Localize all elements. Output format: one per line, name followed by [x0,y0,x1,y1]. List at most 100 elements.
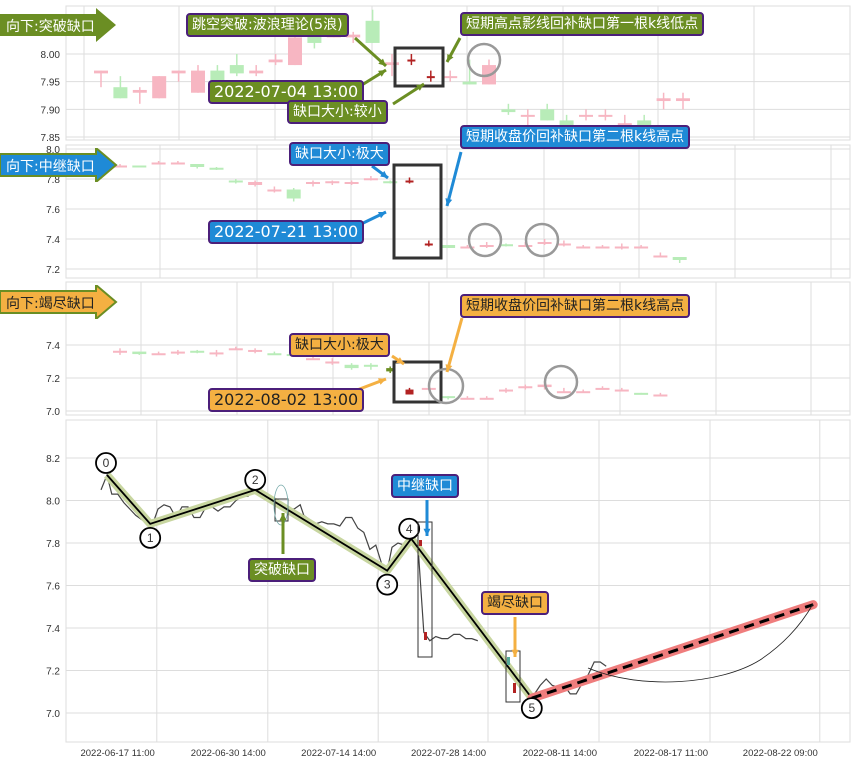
y-tick-label: 8.2 [46,454,60,465]
fill-marker-circle [524,222,560,258]
candle-body [344,182,359,184]
x-tick-label: 2022-08-17 11:00 [634,748,708,759]
candle-body [385,62,399,66]
wave-point-label: 0 [103,456,110,470]
fill-note-label: 短期高点影线回补缺口第一根k线低点 [460,12,705,36]
candle-body [424,243,433,246]
candle-body [191,70,205,93]
candle-body [653,255,668,258]
candle-body [113,165,127,168]
candle-body [325,361,340,364]
candle-body [540,109,555,121]
candle-body [462,81,477,85]
candle-body [676,98,690,102]
gap-ellipse [273,484,289,526]
candle-body [152,76,167,99]
y-tick-label: 7.6 [46,205,60,216]
gap-candle [419,540,422,546]
candle-body [132,351,147,355]
x-tick-label: 2022-06-17 11:00 [80,748,154,759]
candle-body [520,114,535,117]
candle-body [306,358,320,361]
candle-body [598,114,613,117]
candle-body [656,98,671,102]
fill-note-label: 短期收盘价回补缺口第二根k线高点 [460,294,691,318]
arrow-head [396,357,404,364]
candle-body [637,120,652,126]
arrow-head [416,84,424,91]
gap-size-label: 缺口大小:较小 [287,100,388,124]
candle-body [479,245,494,247]
candle-body [307,31,322,43]
panel3-header-text: 向下:竭尽缺口 [6,296,95,312]
candle-body [499,389,513,392]
y-tick-label: 8.00 [41,50,61,61]
arrow-head [445,198,453,206]
y-tick-label: 7.0 [46,709,60,720]
candle-body [228,348,243,351]
candle-body [170,351,185,354]
candle-body [460,246,475,249]
y-tick-label: 7.2 [46,667,60,678]
candle-body [595,387,610,390]
projection-line [531,603,814,700]
y-tick-label: 7.90 [41,105,61,116]
gap-candle [507,657,510,665]
candle-body [405,389,414,395]
candle-body [286,189,301,199]
arrow-head [378,211,386,219]
candle-body [325,181,340,184]
gap-time-label: 2022-07-04 13:00 [208,80,365,104]
gap-candle [424,632,427,640]
candle-body [151,162,166,165]
candle-body [363,364,378,367]
candle-body [479,397,494,400]
candle-body [426,76,435,79]
panel1-header: 向下:突破缺口 [0,8,118,42]
gap-size-label: 缺口大小:极大 [289,142,390,166]
wave-point-label: 1 [147,531,154,545]
panel2-header-text: 向下:中继缺口 [6,159,95,175]
candle-body [559,120,574,126]
wave-point-marker [95,452,117,474]
panel3-header: 向下:竭尽缺口 [0,285,118,319]
x-tick-label: 2022-08-22 09:00 [743,748,818,759]
candle-body [190,164,205,167]
candle-body [441,396,456,399]
candle-body [113,87,128,99]
fill-note-label: 短期收盘价回补缺口第二根k线高点 [460,125,691,149]
wave-point-label: 3 [384,578,391,592]
candle-body [556,243,571,246]
wave-point-marker [520,697,543,720]
wave-theory-label: 跳空突破:波浪理论(5浪) [186,13,349,37]
fill-marker-circle [466,42,502,78]
projection-arc [587,603,814,683]
arrow-head [380,170,388,178]
wave-point-label: 5 [528,701,535,715]
gap-time-label: 2022-08-02 13:00 [208,388,365,412]
candle-body [634,392,649,395]
candle-body [518,386,533,389]
candle-body [113,350,127,353]
arrow-head [279,513,287,521]
gap-size-label: 缺口大小:极大 [289,333,390,357]
arrow-head [378,70,386,77]
x-tick-label: 2022-07-28 14:00 [411,748,486,759]
arrow-head [445,364,453,372]
candle-body [344,364,359,369]
candle-body [210,70,225,82]
price-line-tail [531,661,607,699]
y-tick-label: 7.4 [46,235,60,246]
candle-body [634,246,649,249]
candle-body [209,352,224,355]
arrow-head [423,528,431,536]
y-tick-label: 7.8 [46,539,60,550]
candle-body [443,76,458,79]
candle-body [595,246,610,249]
panel1-header-text: 向下:突破缺口 [6,19,95,35]
candle-body [170,162,185,165]
fill-marker-circle [543,364,579,400]
y-tick-label: 7.6 [46,582,60,593]
breakaway-gap-label: 突破缺口 [248,558,316,582]
